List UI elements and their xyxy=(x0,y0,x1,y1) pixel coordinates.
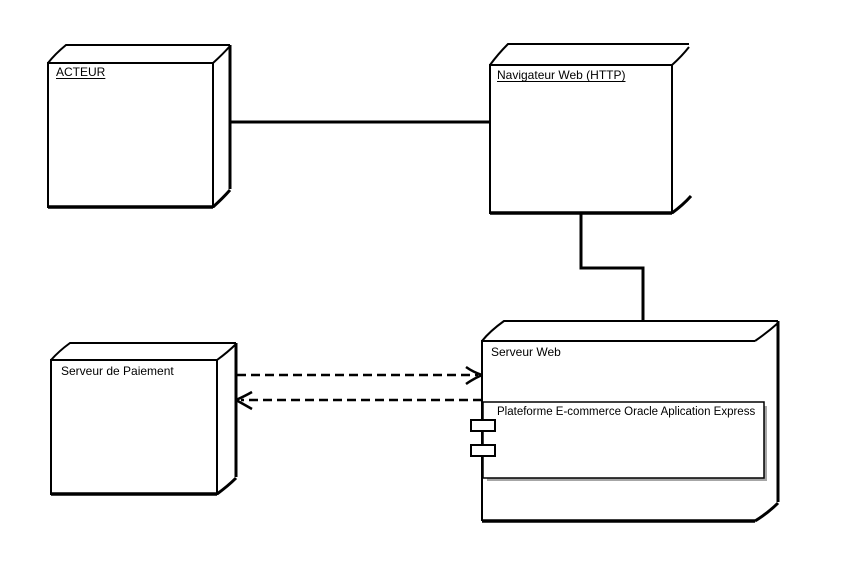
node-acteur xyxy=(47,44,232,209)
node-label-serveur-web: Serveur Web xyxy=(491,345,561,359)
node-label-navigateur-web: Navigateur Web (HTTP) xyxy=(497,68,626,82)
node-navigateur-web xyxy=(489,43,693,215)
dependency-paiement-to-serveurweb xyxy=(237,365,483,386)
component-label-plateforme: Plateforme E-commerce Oracle Aplication … xyxy=(497,406,756,418)
component-tab-icon xyxy=(470,419,496,432)
component-tab-icon xyxy=(470,444,496,457)
node-label-serveur-paiement: Serveur de Paiement xyxy=(61,364,174,378)
node-label-acteur: ACTEUR xyxy=(56,65,106,79)
dependency-serveurweb-to-paiement xyxy=(235,390,482,411)
open-arrowhead-right-icon xyxy=(465,365,483,386)
node-serveur-paiement xyxy=(50,342,238,496)
connector-navigateur-serveurweb xyxy=(579,213,645,321)
component-plateforme xyxy=(470,401,767,481)
